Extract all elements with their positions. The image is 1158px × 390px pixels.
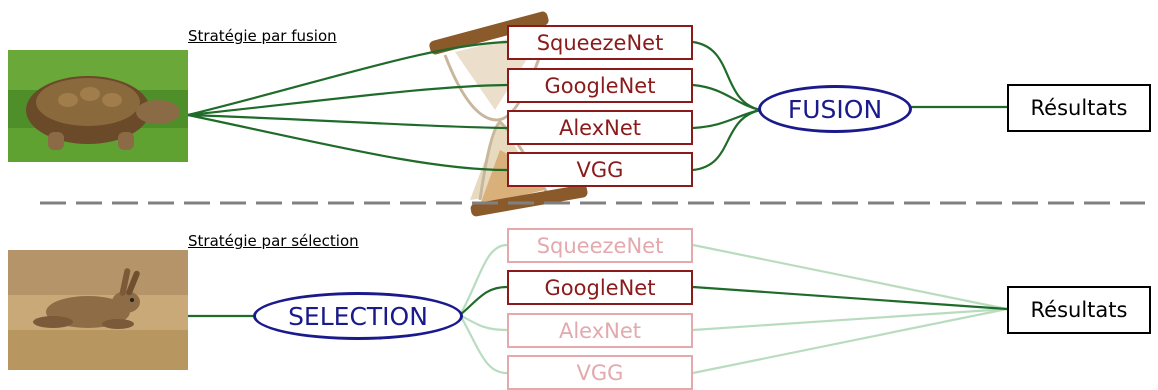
edge-selector-vgg bbox=[459, 314, 508, 375]
edge-squeezenet-result bbox=[692, 243, 1008, 311]
edge-selector-alexnet bbox=[459, 314, 508, 332]
edge-vgg-fusion bbox=[692, 108, 761, 172]
edge-image-vgg bbox=[187, 113, 508, 172]
selection-edges bbox=[188, 243, 1008, 375]
edge-image-alexnet bbox=[187, 113, 508, 130]
hare-photo bbox=[8, 250, 188, 370]
fusion-model-alexnet: AlexNet bbox=[507, 110, 693, 145]
edge-image-googlenet bbox=[187, 83, 508, 117]
fusion-node: FUSION bbox=[758, 85, 912, 133]
selection-model-alexnet: AlexNet bbox=[507, 313, 693, 348]
tortoise-photo bbox=[8, 50, 188, 162]
selection-model-googlenet: GoogleNet bbox=[507, 270, 693, 305]
selection-result-box: Résultats bbox=[1007, 286, 1151, 334]
fusion-strategy-title: Stratégie par fusion bbox=[188, 27, 337, 45]
selection-strategy-title: Stratégie par sélection bbox=[188, 232, 359, 250]
edge-selector-squeezenet bbox=[459, 243, 508, 316]
edge-googlenet-result bbox=[692, 285, 1008, 311]
fusion-edges bbox=[187, 40, 1007, 172]
edge-selector-googlenet bbox=[459, 285, 508, 316]
edge-image-squeezenet bbox=[187, 40, 508, 117]
edge-googlenet-fusion bbox=[692, 83, 761, 112]
selection-model-squeezenet: SqueezeNet bbox=[507, 228, 693, 263]
fusion-model-squeezenet: SqueezeNet bbox=[507, 25, 693, 60]
selection-node: SELECTION bbox=[253, 292, 463, 340]
edge-vgg-result bbox=[692, 307, 1008, 375]
edge-squeezenet-fusion bbox=[692, 40, 761, 112]
fusion-model-vgg: VGG bbox=[507, 152, 693, 187]
fusion-model-googlenet: GoogleNet bbox=[507, 68, 693, 103]
fusion-result-box: Résultats bbox=[1007, 84, 1151, 132]
selection-model-vgg: VGG bbox=[507, 355, 693, 390]
edge-alexnet-result bbox=[692, 307, 1008, 332]
